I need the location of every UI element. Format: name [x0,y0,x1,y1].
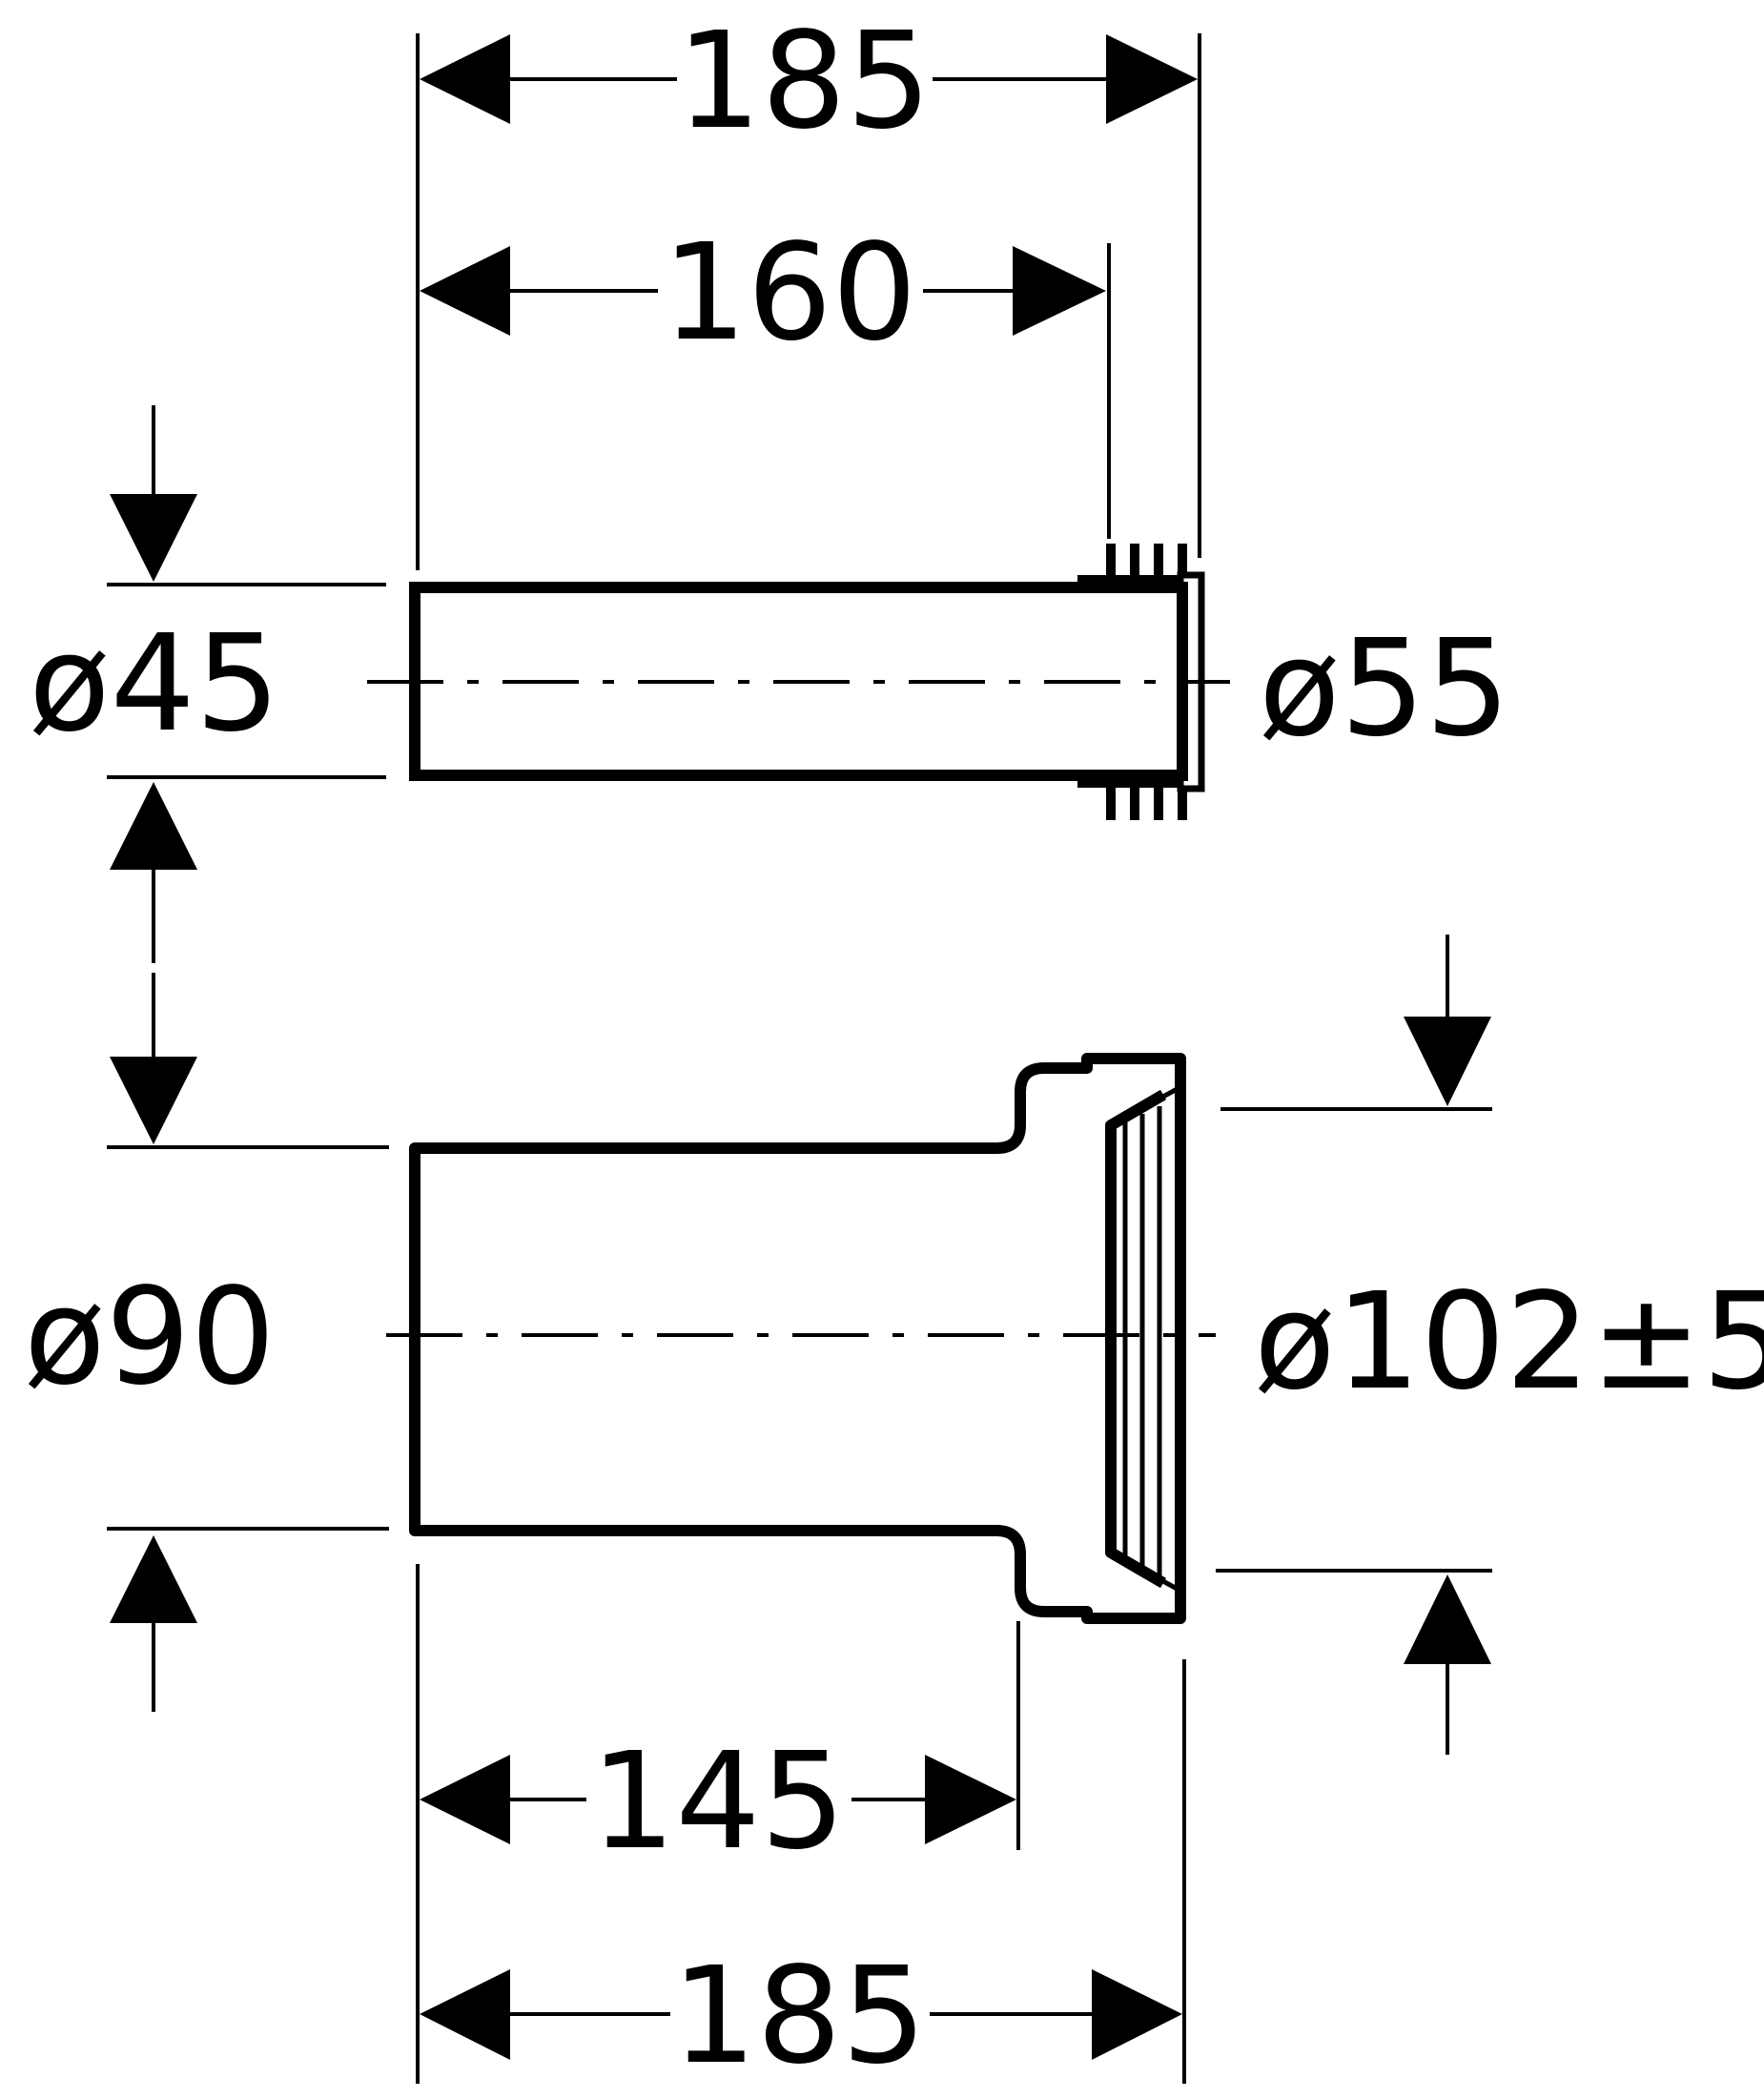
bottom-pipe-body [409,1053,1186,1624]
bottom-outer-diameter-arrow-down [1404,1017,1491,1106]
top-sealing-fins [1106,544,1187,820]
top-pipe-part [107,33,1230,963]
dim-diameter-102-label: ø102±5 [1254,1265,1764,1420]
bottom-diameter-arrow-down [110,1057,197,1144]
bottom-socket-fins [1109,1084,1182,1594]
dim-diameter-45-label: ø45 [29,607,280,762]
bottom-socket-seal [1105,1089,1167,1589]
bottom-pipe-part [107,935,1492,2084]
dim-145-arrow-left [420,1755,510,1844]
dim-185-top-arrow-left [420,34,510,124]
dimension-labels: 185 160 ø45 ø55 ø90 ø102±5 145 185 [24,4,1764,2094]
dim-diameter-90-label: ø90 [24,1260,276,1415]
dim-145-arrow-right [925,1755,1016,1844]
top-diameter-arrow-up [110,782,197,870]
bottom-outer-diameter-arrow-up [1404,1574,1491,1664]
top-diameter-arrow-down [110,494,197,582]
dim-diameter-55-label: ø55 [1259,611,1510,767]
dim-145-label: 145 [590,1724,845,1880]
bottom-diameter-arrow-up [110,1535,197,1623]
dim-160-arrow-left [420,246,510,336]
dim-185-bottom-arrow-right [1092,1969,1182,2060]
dim-185-top-label: 185 [676,4,931,159]
dim-185-bottom-arrow-left [420,1969,510,2060]
dim-185-bottom-label: 185 [671,1939,926,2094]
dim-160-arrow-right [1013,246,1106,336]
dim-160-label: 160 [662,216,916,371]
dim-185-top-arrow-right [1106,34,1198,124]
